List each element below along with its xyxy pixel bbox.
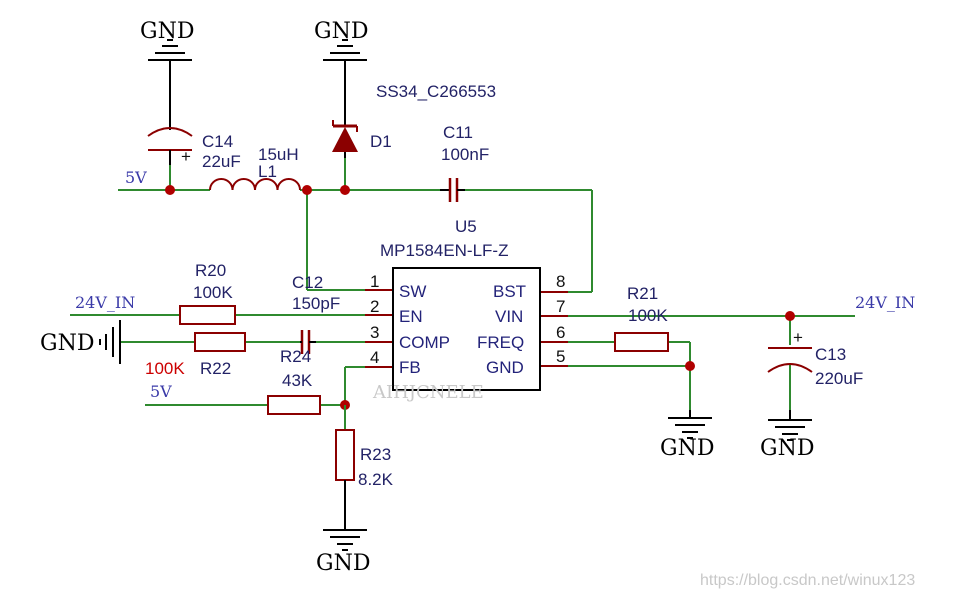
junction (785, 311, 795, 321)
c12-capacitor (300, 330, 316, 354)
gnd-symbol-c14 (148, 39, 192, 61)
gnd-label-c14: GND (140, 19, 194, 44)
junction (685, 361, 695, 371)
r24-value: 43K (282, 371, 313, 390)
r22-resistor (194, 332, 246, 352)
gnd-label-r23: GND (316, 551, 370, 576)
d1-diode (332, 60, 358, 158)
junction (302, 185, 312, 195)
pin-4-number: 4 (370, 348, 379, 367)
u5-part: MP1584EN-LF-Z (380, 241, 508, 260)
gnd-label-d1: GND (314, 19, 368, 44)
u5-body (392, 267, 541, 391)
c14-ref: C14 (202, 132, 233, 151)
pin-8-number: 8 (556, 272, 565, 291)
r20-resistor (179, 305, 236, 325)
gnd-symbol-u5 (668, 410, 712, 439)
gnd-symbol-left (99, 320, 121, 364)
pin-7-name: VIN (495, 307, 523, 326)
junction (340, 185, 350, 195)
c12-ref: C12 (292, 273, 323, 292)
r23-ref: R23 (360, 445, 391, 464)
c14-capacitor (147, 60, 193, 165)
gnd-label-c13: GND (760, 436, 814, 461)
u5-ref: U5 (455, 217, 477, 236)
r20-value: 100K (193, 283, 233, 302)
c14-polarity: + (181, 147, 191, 166)
pin-1-name: SW (399, 282, 426, 301)
pin-2-number: 2 (370, 297, 379, 316)
r22-value: 100K (145, 359, 185, 378)
r24-resistor (267, 395, 321, 415)
r21-value: 100K (628, 306, 668, 325)
c11-ref: C11 (443, 123, 473, 142)
watermark-corner: https://blog.csdn.net/winux123 (700, 572, 915, 589)
net-label-24v-right: 24V_IN (855, 293, 915, 312)
net-label-5v-top: 5V (125, 168, 147, 187)
pin-1-number: 1 (370, 272, 379, 291)
pin-3-name: COMP (399, 333, 450, 352)
l1-value: 15uH (258, 145, 299, 164)
r23-resistor (335, 405, 355, 530)
c13-polarity: + (793, 328, 803, 347)
wires (70, 158, 855, 430)
c13-value: 220uF (815, 369, 863, 388)
pin-5-name: GND (486, 358, 524, 377)
gnd-symbol-c13 (768, 419, 812, 441)
gnd-label-left: GND (40, 331, 94, 356)
c11-capacitor (440, 178, 465, 202)
c12-value: 150pF (292, 294, 340, 313)
net-label-5v-bottom: 5V (150, 382, 172, 401)
watermark-center: AIHJCNELE (372, 382, 484, 403)
l1-ref: L1 (258, 162, 277, 181)
c11-value: 100nF (441, 145, 489, 164)
d1-ref: D1 (370, 132, 392, 151)
r21-resistor (614, 332, 669, 352)
c14-value: 22uF (202, 152, 241, 171)
junctions (165, 185, 795, 410)
r24-ref: R24 (280, 347, 311, 366)
r21-ref: R21 (627, 284, 658, 303)
c13-capacitor (767, 347, 813, 420)
gnd-symbol-r23 (323, 529, 367, 551)
pin-6-name: FREQ (477, 333, 524, 352)
pin-3-number: 3 (370, 323, 379, 342)
pin-6-number: 6 (556, 323, 565, 342)
r20-ref: R20 (195, 261, 226, 280)
r22-ref: R22 (200, 359, 231, 378)
d1-part: SS34_C266553 (376, 82, 496, 101)
l1-inductor (209, 178, 301, 191)
net-label-24v-left: 24V_IN (75, 293, 135, 312)
r23-value: 8.2K (358, 470, 394, 489)
pin-5-number: 5 (556, 347, 565, 366)
pin-2-name: EN (399, 307, 423, 326)
pin-stubs (365, 289, 568, 368)
junction (165, 185, 175, 195)
gnd-label-u5: GND (660, 436, 714, 461)
pin-4-name: FB (399, 358, 421, 377)
pin-8-name: BST (493, 282, 526, 301)
c13-ref: C13 (815, 345, 846, 364)
gnd-symbol-d1 (323, 39, 367, 61)
pin-7-number: 7 (556, 297, 565, 316)
